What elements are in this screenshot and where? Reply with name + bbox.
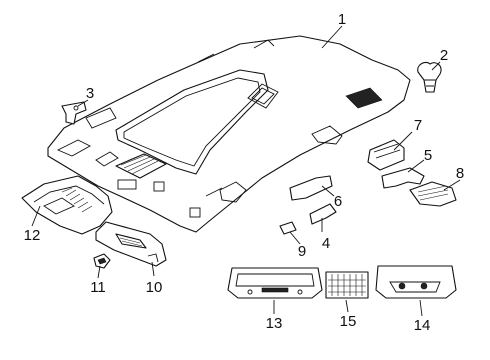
grab-handle: [289, 175, 333, 201]
lamp-lens: [325, 271, 369, 299]
callout-12: 12: [24, 227, 41, 244]
sun-visor: [95, 221, 167, 267]
dome-lamp: [409, 181, 457, 207]
grab-handle-front: [309, 203, 337, 225]
callout-8: 8: [456, 165, 464, 182]
callout-2: 2: [440, 47, 448, 64]
callout-15: 15: [340, 313, 357, 330]
callout-10: 10: [146, 279, 163, 296]
handle-bracket: [367, 139, 405, 171]
callout-6: 6: [334, 193, 342, 210]
callout-labels: 1 2 3 4 5 6 7 8 9 10 11 12 13 14 15: [24, 11, 465, 334]
overhead-console: [21, 175, 113, 235]
callout-3: 3: [86, 85, 94, 102]
callout-13: 13: [266, 315, 283, 332]
visor-clip: [93, 253, 111, 269]
callout-1: 1: [338, 11, 346, 28]
callout-9: 9: [298, 243, 306, 260]
headliner: [47, 35, 411, 233]
small-bracket: [279, 221, 297, 235]
map-lamp: [227, 267, 323, 299]
callout-4: 4: [322, 235, 330, 252]
grab-handle-rear: [381, 167, 425, 189]
callout-7: 7: [414, 117, 422, 134]
leader-lines: [31, 25, 461, 317]
callout-11: 11: [90, 279, 106, 296]
bracket: [61, 101, 87, 125]
clip: [417, 61, 442, 93]
map-lamp-alt: [375, 265, 457, 299]
callout-14: 14: [414, 317, 431, 334]
callout-5: 5: [424, 147, 432, 164]
